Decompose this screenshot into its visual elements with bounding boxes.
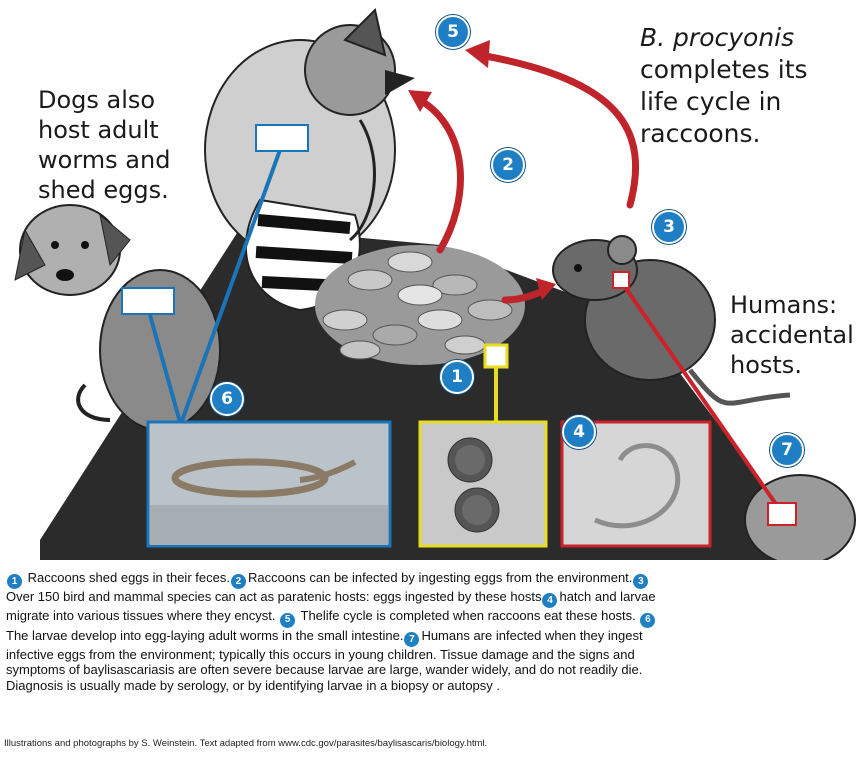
- dogs-label-line: host adult: [38, 115, 170, 145]
- dogs-label-line: Dogs also: [38, 85, 170, 115]
- step-5-badge: 5: [436, 15, 470, 49]
- step-7-badge: 7: [770, 433, 804, 467]
- eggs-photo: [420, 422, 546, 546]
- raccoon-marker-box: [256, 125, 308, 151]
- rodent-marker-box: [613, 272, 629, 288]
- credit-line: Illustrations and photographs by S. Wein…: [4, 738, 487, 749]
- procyonis-label-line: life cycle in: [640, 86, 808, 118]
- procyonis-label: B. procyonis completes its life cycle in…: [640, 22, 808, 150]
- step-2-badge: 2: [491, 148, 525, 182]
- procyonis-label-line: completes its: [640, 54, 808, 86]
- dogs-label-line: shed eggs.: [38, 175, 170, 205]
- dog-marker-box: [122, 288, 174, 314]
- humans-label-line: Humans:: [730, 290, 854, 320]
- caption-badge-7: 7: [404, 632, 419, 647]
- humans-label-line: accidental: [730, 320, 854, 350]
- dogs-label-line: worms and: [38, 145, 170, 175]
- species-name: B. procyonis: [640, 22, 808, 54]
- humans-label: Humans: accidental hosts.: [730, 290, 854, 380]
- dogs-label: Dogs also host adult worms and shed eggs…: [38, 85, 170, 205]
- caption-step-1-text: Raccoons shed eggs in their feces.: [24, 570, 230, 585]
- caption-step-5-text: Thelife cycle is completed when raccoons…: [297, 608, 639, 623]
- procyonis-label-line: raccoons.: [640, 118, 808, 150]
- caption-badge-6: 6: [640, 613, 655, 628]
- caption-badge-1: 1: [7, 574, 22, 589]
- caption-step-2-text: Raccoons can be infected by ingesting eg…: [248, 570, 632, 585]
- caption-badge-4: 4: [542, 593, 557, 608]
- step-4-badge: 4: [562, 415, 596, 449]
- caption-badge-3: 3: [633, 574, 648, 589]
- caption-step-3-text: Over 150 bird and mammal species can act…: [6, 589, 541, 604]
- caption-badge-5: 5: [280, 613, 295, 628]
- step-1-badge: 1: [440, 360, 474, 394]
- egg-marker-box: [485, 345, 507, 367]
- caption-step-6-text: The larvae develop into egg-laying adult…: [6, 628, 403, 643]
- caption-badge-2: 2: [231, 574, 246, 589]
- child-marker-box: [768, 503, 796, 525]
- worm-photo: [148, 422, 390, 546]
- step-6-badge: 6: [210, 382, 244, 416]
- humans-label-line: hosts.: [730, 350, 854, 380]
- step-3-badge: 3: [652, 210, 686, 244]
